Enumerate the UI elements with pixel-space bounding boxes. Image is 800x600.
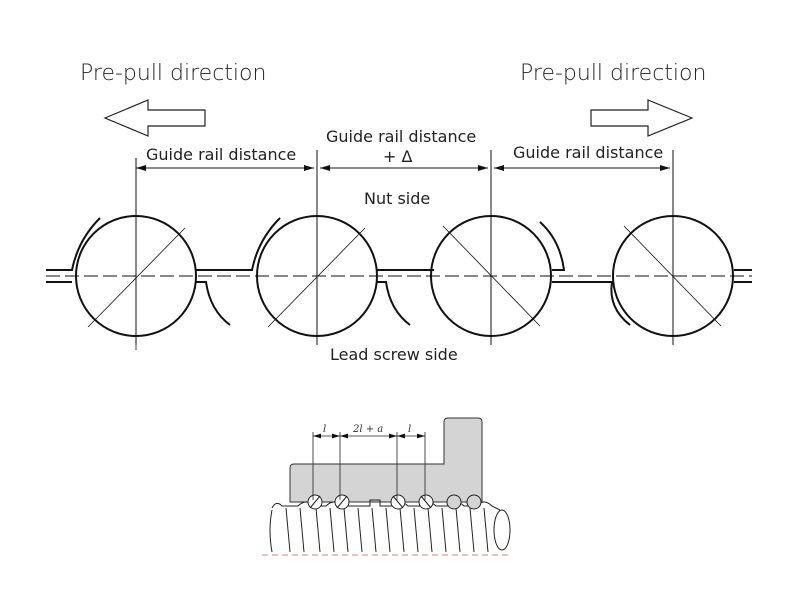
- right-arrow-icon: [590, 99, 694, 137]
- prepull-left-label: Pre-pull direction: [80, 61, 266, 86]
- dim-l-left: l: [323, 424, 326, 435]
- guide-middle-delta: + Δ: [383, 147, 412, 166]
- ball-2: [256, 215, 378, 337]
- dimension-lines: [135, 150, 674, 345]
- balls: [75, 205, 734, 350]
- prepull-right-label: Pre-pull direction: [520, 61, 706, 86]
- dim-2l-plus-a: 2l + a: [352, 424, 383, 435]
- guide-middle-label: Guide rail distance: [326, 127, 476, 146]
- raceway-lines: [46, 217, 752, 326]
- guide-left-label: Guide rail distance: [146, 145, 296, 164]
- lead-screw-side-label: Lead screw side: [330, 345, 458, 364]
- ball-4: [612, 215, 734, 337]
- ball-3: [430, 215, 552, 337]
- left-arrow-icon: [103, 99, 206, 137]
- ball-1: [75, 205, 197, 350]
- nut-screw-detail: l 2l + a l: [262, 417, 512, 556]
- dim-l-right: l: [408, 424, 411, 435]
- nut-body: [289, 417, 483, 503]
- guide-right-label: Guide rail distance: [513, 143, 663, 162]
- nut-side-label: Nut side: [364, 189, 430, 208]
